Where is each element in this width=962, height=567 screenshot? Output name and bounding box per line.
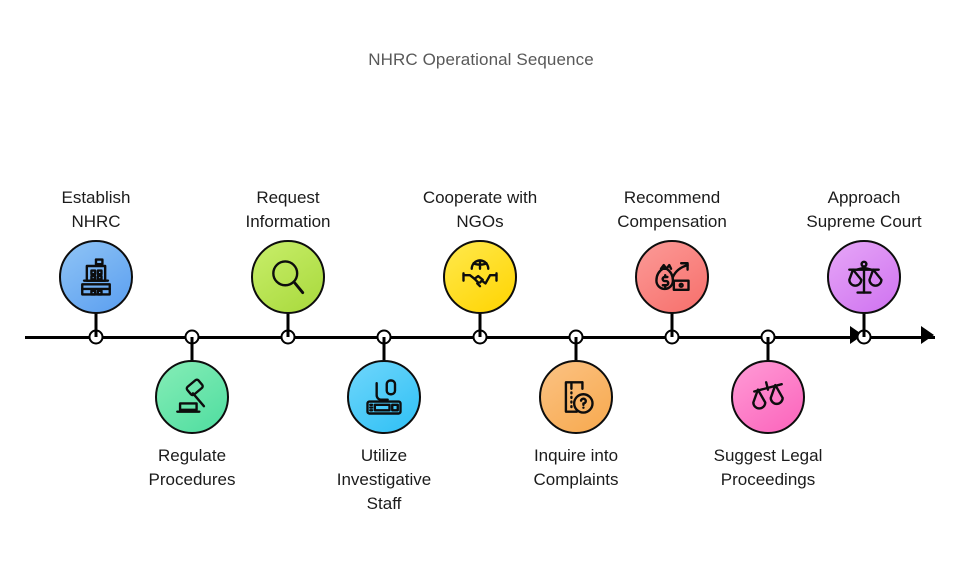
milestone-bubble-regulate-procedures[interactable] [155,360,229,434]
label-line: Staff [366,494,402,513]
timeline-stem-utilize-investigative-staff [382,337,386,374]
label-line: Information [245,212,331,231]
radio-transceiver-icon [362,375,406,419]
label-line: Investigative [336,470,432,489]
government-building-icon [74,255,118,299]
milestone-bubble-request-information[interactable] [251,240,325,314]
label-line: Recommend [623,188,721,207]
scales-of-justice-icon [842,255,886,299]
label-line: Approach [827,188,901,207]
label-line: Establish [61,188,131,207]
timeline-stem-request-information [286,300,290,337]
milestone-bubble-inquire-into-complaints[interactable] [539,360,613,434]
milestone-bubble-suggest-legal-proceedings[interactable] [731,360,805,434]
label-line: Proceedings [720,470,816,489]
handshake-globe-icon [458,255,502,299]
timeline-stem-approach-supreme-court [862,300,866,337]
label-line: NGOs [456,212,504,231]
label-line: Utilize [360,446,408,465]
milestone-bubble-recommend-compensation[interactable] [635,240,709,314]
timeline-stem-regulate-procedures [190,337,194,374]
timeline-stem-establish-nhrc [94,300,98,337]
label-line: Procedures [148,470,236,489]
timeline-stem-recommend-compensation [670,300,674,337]
magnifying-glass-icon [266,255,310,299]
gavel-icon [170,375,214,419]
document-question-icon [554,375,598,419]
milestone-bubble-approach-supreme-court[interactable] [827,240,901,314]
milestone-bubble-utilize-investigative-staff[interactable] [347,360,421,434]
timeline-stem-inquire-into-complaints [574,337,578,374]
label-line: Supreme Court [806,212,922,231]
timeline-stem-cooperate-with-ngos [478,300,482,337]
money-growth-icon [650,255,694,299]
arrow-right-icon [921,326,934,344]
milestone-bubble-establish-nhrc[interactable] [59,240,133,314]
tilted-scales-icon [746,375,790,419]
label-line: Cooperate with [422,188,538,207]
label-line: NHRC [71,212,121,231]
label-line: Complaints [533,470,619,489]
label-line: Suggest Legal [713,446,823,465]
label-line: Regulate [157,446,227,465]
label-line: Inquire into [533,446,619,465]
label-line: Request [256,188,320,207]
page-title: NHRC Operational Sequence [368,50,594,69]
label-line: Compensation [617,212,727,231]
timeline-stem-suggest-legal-proceedings [766,337,770,374]
milestone-bubble-cooperate-with-ngos[interactable] [443,240,517,314]
